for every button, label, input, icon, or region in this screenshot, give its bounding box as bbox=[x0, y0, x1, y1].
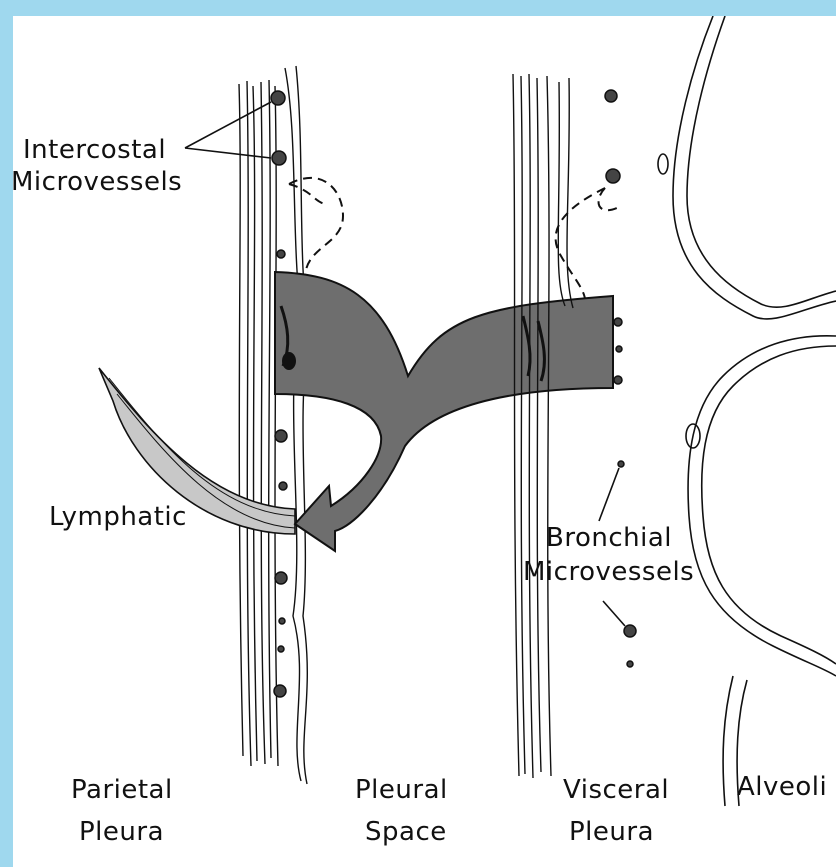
bronchial-label-line2: Microvessels bbox=[523, 556, 694, 588]
alveoli-label: Alveoli bbox=[737, 771, 827, 803]
diagram-frame: Intercostal Microvessels Lymphatic Bronc… bbox=[13, 16, 836, 867]
visceral-label-line1: Visceral bbox=[563, 774, 669, 806]
parietal-label-line2: Pleura bbox=[79, 816, 164, 848]
bronchial-label-line1: Bronchial bbox=[546, 522, 672, 554]
intercostal-label-line2: Microvessels bbox=[13, 166, 182, 198]
alveoli-walls bbox=[658, 16, 836, 806]
intercostal-leader-lines bbox=[185, 102, 271, 158]
visceral-pleura-membrane bbox=[513, 74, 573, 778]
parietal-pleura-membrane bbox=[239, 66, 309, 784]
pleural-space-label-line1: Pleural bbox=[355, 774, 448, 806]
visceral-label-line2: Pleura bbox=[569, 816, 654, 848]
intercostal-label-line1: Intercostal bbox=[23, 134, 166, 166]
lymphatic-label: Lymphatic bbox=[49, 501, 187, 533]
fluid-flow-arrow bbox=[275, 272, 613, 551]
pleural-space-label-line2: Space bbox=[365, 816, 447, 848]
parietal-label-line1: Parietal bbox=[71, 774, 173, 806]
